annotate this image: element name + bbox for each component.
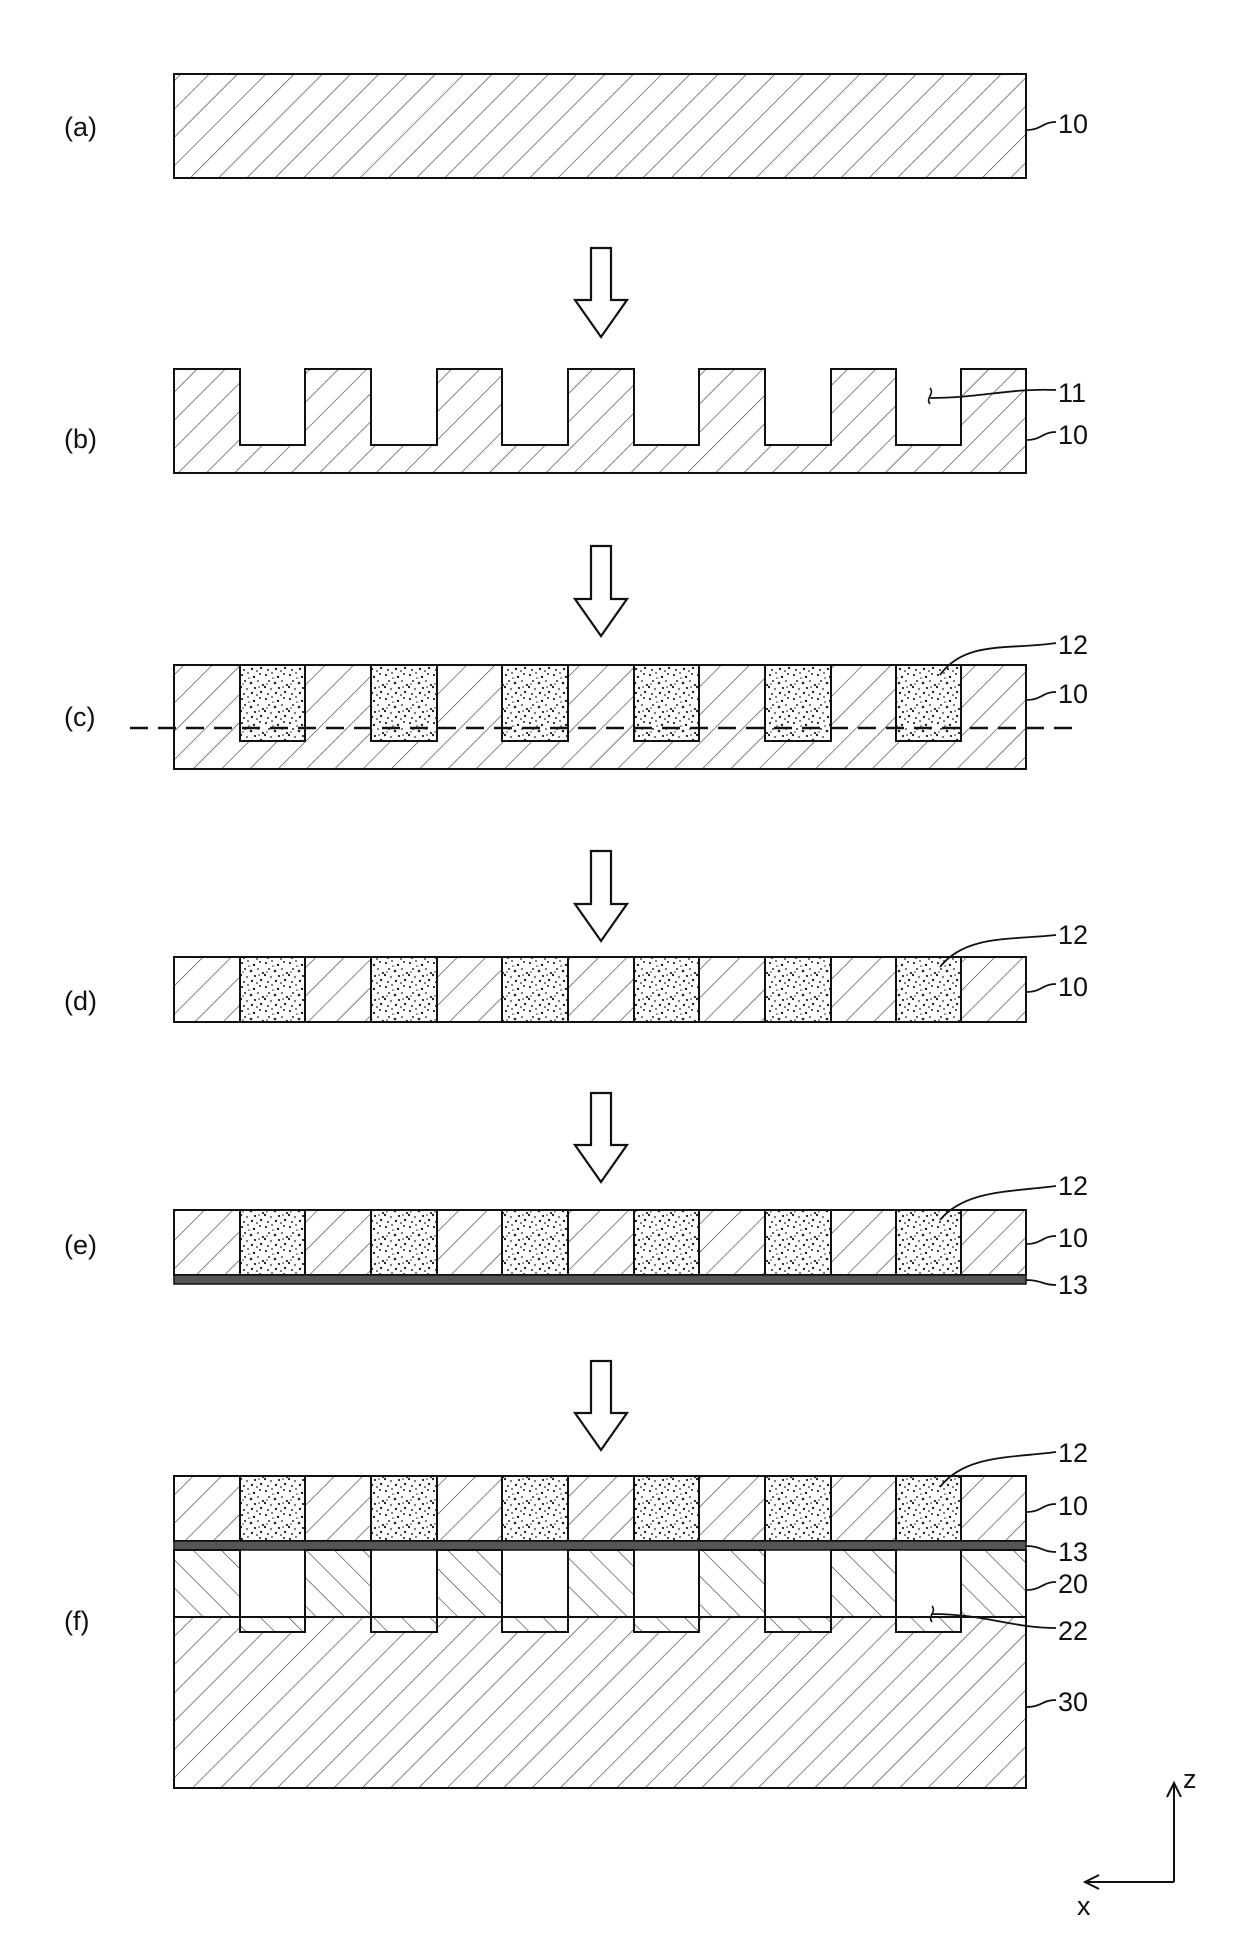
axis-indicator [1085,1783,1181,1889]
process-arrow [575,851,627,941]
leader-line [1026,1582,1056,1590]
ref-label: 30 [1058,1687,1088,1717]
leader-line [1026,984,1056,992]
ref-label: 11 [1058,378,1086,408]
ref-label: 10 [1058,972,1088,1002]
ref-label: 12 [1058,1171,1088,1201]
leader-line [1026,1546,1056,1552]
process-arrow [575,1093,627,1182]
leader-line [1026,122,1056,130]
ref-label: 10 [1058,109,1088,139]
process-arrow [575,546,627,636]
ref-label: 13 [1058,1270,1088,1300]
leader-line [1026,692,1056,700]
ref-label: 12 [1058,1438,1088,1468]
ref-label: 10 [1058,1223,1088,1253]
step-label-c: (c) [64,702,95,732]
bonding-layer-13 [174,1541,1026,1550]
process-arrow [575,248,627,337]
z-axis-label: z [1183,1764,1197,1794]
leader-line [1026,1504,1056,1512]
leader-line [1026,1236,1056,1244]
ref-label: 13 [1058,1537,1088,1567]
ref-label: 10 [1058,679,1088,709]
step-label-f: (f) [64,1606,89,1636]
step-label-a: (a) [64,112,97,142]
ref-label: 20 [1058,1569,1088,1599]
step-label-d: (d) [64,986,97,1016]
leader-line [929,388,932,404]
process-arrow [575,1361,627,1450]
leader-line [1026,1280,1056,1285]
ref-label: 12 [1058,920,1088,950]
step-label-e: (e) [64,1230,97,1260]
etched-substrate-10 [174,369,1026,473]
leader-line [1026,1700,1056,1707]
leader-line [1026,432,1056,440]
step-label-b: (b) [64,424,97,454]
ref-label: 22 [1058,1616,1088,1646]
ref-label: 10 [1058,420,1088,450]
ref-label: 10 [1058,1491,1088,1521]
x-axis-label: x [1077,1891,1091,1921]
base-substrate-30 [174,1617,1026,1788]
substrate-10 [174,74,1026,178]
ref-label: 12 [1058,630,1088,660]
bonding-layer-13 [174,1275,1026,1284]
